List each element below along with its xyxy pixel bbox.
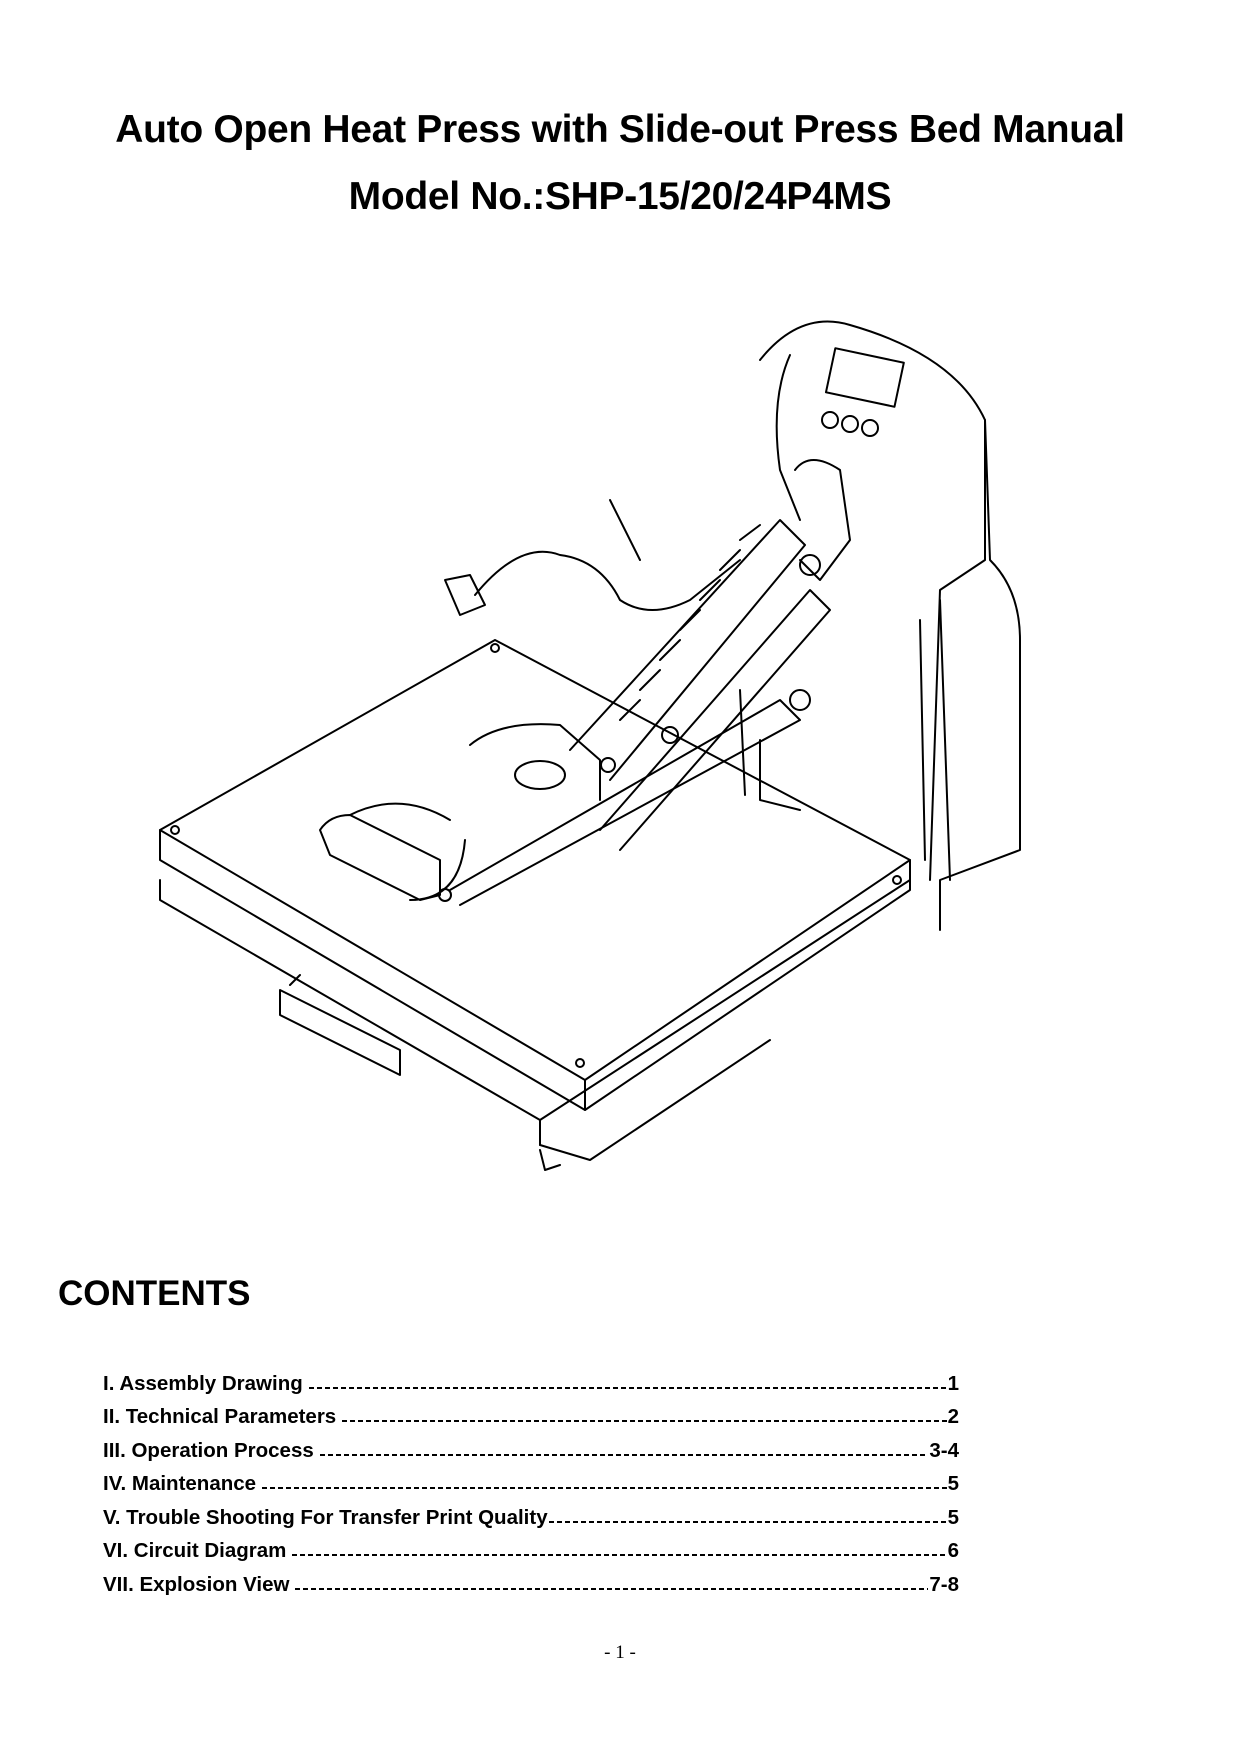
page-number: - 1 - — [604, 1642, 636, 1663]
toc-leader — [262, 1487, 947, 1489]
toc-entry-label: I. Assembly Drawing — [103, 1371, 303, 1395]
lever-arm — [569, 519, 806, 781]
pivot-bolt — [661, 726, 679, 744]
document-title: Auto Open Heat Press with Slide-out Pres… — [115, 108, 1125, 151]
toc-entry-label: IV. Maintenance — [103, 1472, 257, 1495]
toc-entry[interactable]: V. Trouble Shooting For Transfer Print Q… — [103, 1496, 959, 1530]
toc-entry[interactable]: VII. Explosion View 7-8 — [103, 1563, 959, 1597]
toc-entry-label: II. Technical Parameters — [103, 1405, 337, 1428]
toc-entry[interactable]: VI. Circuit Diagram 6 — [103, 1530, 959, 1564]
toc-leader — [308, 1386, 947, 1389]
slide-out-bed — [159, 879, 911, 1146]
toc-entry[interactable]: III. Operation Process 3-4 — [103, 1429, 959, 1463]
pivot-bolt — [799, 554, 821, 576]
toc-entry-label: III. Operation Process — [103, 1438, 314, 1462]
toc-leader — [548, 1520, 947, 1523]
pivot-bolt — [600, 757, 616, 773]
toc-entry-page: 5 — [947, 1505, 959, 1529]
pivot-bolt — [438, 888, 452, 902]
toc-entry[interactable]: I. Assembly Drawing 1 — [103, 1362, 959, 1396]
model-number: Model No.:SHP-15/20/24P4MS — [348, 175, 892, 218]
toc-leader — [319, 1453, 929, 1456]
table-of-contents: I. Assembly Drawing 1 II. Technical Param… — [103, 1362, 959, 1597]
toc-entry-page: 6 — [947, 1539, 959, 1562]
display-screen-icon — [824, 347, 905, 408]
toc-entry-page: 7-8 — [929, 1572, 959, 1596]
control-button-icon — [861, 419, 879, 437]
control-button-icon — [841, 415, 859, 433]
upper-platen — [159, 639, 911, 1081]
toc-leader — [295, 1587, 929, 1590]
toc-entry-label: VI. Circuit Diagram — [103, 1539, 287, 1562]
toc-leader — [342, 1420, 947, 1422]
power-cord — [474, 550, 741, 611]
control-housing — [759, 320, 1021, 931]
toc-entry-page: 2 — [947, 1405, 959, 1428]
pivot-bolt — [789, 689, 811, 711]
toc-entry-label: VII. Explosion View — [103, 1572, 290, 1596]
pressure-knob — [514, 760, 566, 790]
toc-entry-label: V. Trouble Shooting For Transfer Print Q… — [103, 1505, 548, 1529]
contents-heading: CONTENTS — [58, 1274, 251, 1313]
control-button-icon — [821, 411, 839, 429]
toc-leader — [292, 1554, 947, 1556]
toc-entry[interactable]: IV. Maintenance 5 — [103, 1463, 959, 1497]
toc-entry-page: 5 — [947, 1472, 959, 1495]
handle-grip — [319, 814, 441, 901]
toc-entry-page: 3-4 — [929, 1438, 959, 1462]
heat-press-assembly-drawing — [159, 320, 1021, 1171]
toc-entry[interactable]: II. Technical Parameters 2 — [103, 1396, 959, 1430]
toc-entry-page: 1 — [947, 1371, 959, 1395]
slide-handle — [279, 989, 401, 1076]
